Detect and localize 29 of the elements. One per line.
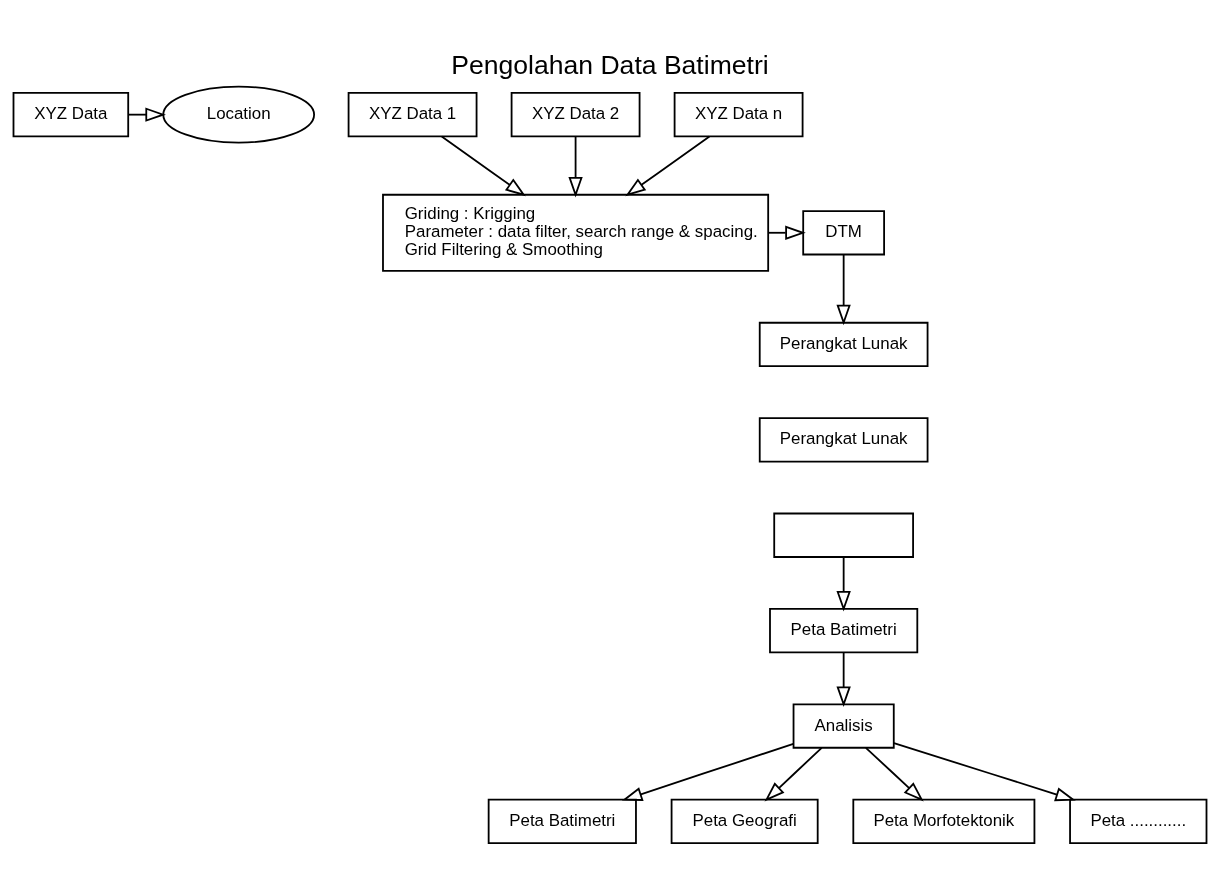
node-box: XYZ Data 1 bbox=[347, 92, 478, 138]
arrow bbox=[440, 135, 526, 197]
node-box: Peta Geografi bbox=[670, 798, 819, 845]
node-box: Peta ............ bbox=[1069, 798, 1208, 845]
node-ellipse: Location bbox=[162, 85, 315, 144]
arrow bbox=[836, 556, 851, 612]
node-box: Perangkat Lunak bbox=[758, 321, 929, 368]
node-box: XYZ Data bbox=[12, 92, 130, 138]
arrow bbox=[865, 747, 924, 802]
arrow bbox=[621, 742, 795, 801]
diagram-title: Pengolahan Data Batimetri bbox=[451, 49, 769, 80]
arrow bbox=[893, 742, 1076, 802]
node-box: Peta Morfotektonik bbox=[852, 798, 1036, 845]
node-box: Griding : Krigging Parameter : data filter, search range & spacing. Grid Filtering & Smoothing bbox=[382, 193, 770, 272]
node-box: Analisis bbox=[792, 703, 895, 749]
arrow bbox=[836, 651, 851, 707]
node-box bbox=[773, 512, 914, 558]
node-box: Peta Batimetri bbox=[487, 798, 637, 845]
arrow bbox=[625, 135, 711, 197]
arrow bbox=[767, 225, 806, 240]
node-box: XYZ Data 2 bbox=[510, 92, 641, 138]
arrow bbox=[764, 747, 823, 802]
arrow bbox=[127, 107, 166, 122]
node-box: DTM bbox=[802, 210, 885, 256]
node-box: XYZ Data n bbox=[673, 92, 804, 138]
arrow bbox=[568, 135, 583, 198]
node-box: Perangkat Lunak bbox=[758, 417, 929, 463]
arrow bbox=[836, 253, 851, 326]
node-box: Peta Batimetri bbox=[769, 608, 919, 654]
